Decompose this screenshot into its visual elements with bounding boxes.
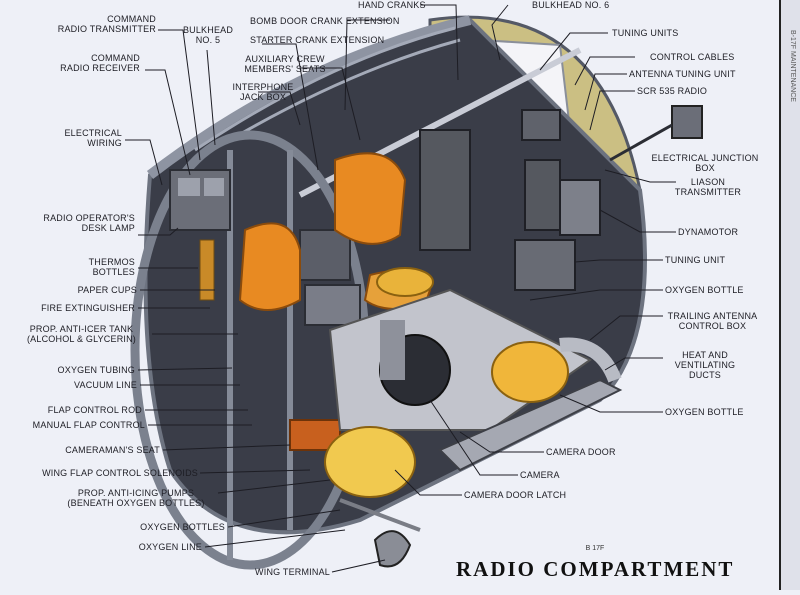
label-heat-and-ventilating-ducts: HEAT AND VENTILATING DUCTS	[674, 350, 736, 380]
label-interphone-jack-box: INTERPHONE JACK BOX	[232, 82, 294, 102]
label-cameramans-seat: CAMERAMAN'S SEAT	[65, 445, 160, 455]
label-fire-extinguisher: FIRE EXTINGUISHER	[41, 303, 135, 313]
page-edge-strip	[779, 0, 800, 590]
label-oxygen-bottle-2: OXYGEN BOTTLE	[665, 407, 744, 417]
label-thermos-bottles: THERMOS BOTTLES	[88, 257, 135, 277]
label-wing-terminal: WING TERMINAL	[255, 567, 330, 577]
label-prop-anti-icing-pumps: PROP. ANTI-ICING PUMPS (BENEATH OXYGEN B…	[67, 488, 205, 508]
crew-seats	[238, 152, 432, 451]
label-camera-door: CAMERA DOOR	[546, 447, 616, 457]
label-vacuum-line: VACUUM LINE	[73, 380, 137, 390]
label-tuning-unit: TUNING UNIT	[665, 255, 726, 265]
label-scr-535-radio: SCR 535 RADIO	[637, 86, 708, 96]
label-prop-anti-icer-tank: PROP. ANTI-ICER TANK (ALCOHOL & GLYCERIN…	[26, 324, 137, 344]
label-bulkhead-5: BULKHEAD No. 5	[182, 25, 234, 45]
label-camera-door-latch: CAMERA DOOR LATCH	[464, 490, 567, 500]
label-electrical-wiring: ELECTRICAL WIRING	[64, 128, 122, 148]
label-manual-flap-control: MANUAL FLAP CONTROL	[32, 420, 145, 430]
label-antenna-tuning-unit: ANTENNA TUNING UNIT	[629, 69, 736, 79]
figure-code: B 17F	[585, 545, 605, 552]
page-edge-text: B-17F MAINTENANCE	[789, 30, 796, 102]
label-flap-control-rod: FLAP CONTROL ROD	[47, 405, 142, 415]
radio-racks	[169, 109, 601, 326]
label-command-radio-transmitter: COMMAND RADIO TRANSMITTER	[57, 14, 156, 34]
label-command-radio-receiver: COMMAND RADIO RECEIVER	[60, 53, 140, 73]
leader-lines	[125, 4, 676, 573]
label-auxiliary-crew-seats: AUXILIARY CREW MEMBERS' SEATS	[244, 54, 326, 74]
label-oxygen-line: OXYGEN LINE	[138, 542, 202, 552]
label-paper-cups: PAPER CUPS	[77, 285, 137, 295]
label-liason-transmitter: LIASON TRANSMITTER	[674, 177, 742, 197]
label-oxygen-bottles: OXYGEN BOTTLES	[140, 522, 225, 532]
label-control-cables: CONTROL CABLES	[650, 52, 735, 62]
label-hand-cranks: HAND CRANKS	[358, 0, 426, 10]
label-camera: CAMERA	[520, 470, 560, 480]
label-trailing-antenna-control-box: TRAILING ANTENNA CONTROL BOX	[667, 311, 758, 331]
junction-box	[609, 105, 703, 162]
label-bomb-door-crank-extension: BOMB DOOR CRANK EXTENSION	[250, 16, 400, 26]
label-tuning-units: TUNING UNITS	[612, 28, 679, 38]
diagram-title: RADIO COMPARTMENT	[456, 557, 735, 581]
label-radio-operator-desk-lamp: RADIO OPERATOR'S DESK LAMP	[43, 213, 135, 233]
label-electrical-junction-box: ELECTRICAL JUNCTION BOX	[651, 153, 759, 173]
oxygen-bottles	[199, 239, 569, 498]
label-wing-flap-control-solenoids: WING FLAP CONTROL SOLENOIDS	[42, 468, 198, 478]
label-bulkhead-6: BULKHEAD No. 6	[532, 0, 610, 10]
label-oxygen-tubing: OXYGEN TUBING	[57, 365, 135, 375]
label-dynamotor: DYNAMOTOR	[678, 227, 739, 237]
label-oxygen-bottle-1: OXYGEN BOTTLE	[665, 285, 744, 295]
wing-terminal-part	[339, 498, 421, 568]
label-starter-crank-extension: STARTER CRANK EXTENSION	[250, 35, 385, 45]
